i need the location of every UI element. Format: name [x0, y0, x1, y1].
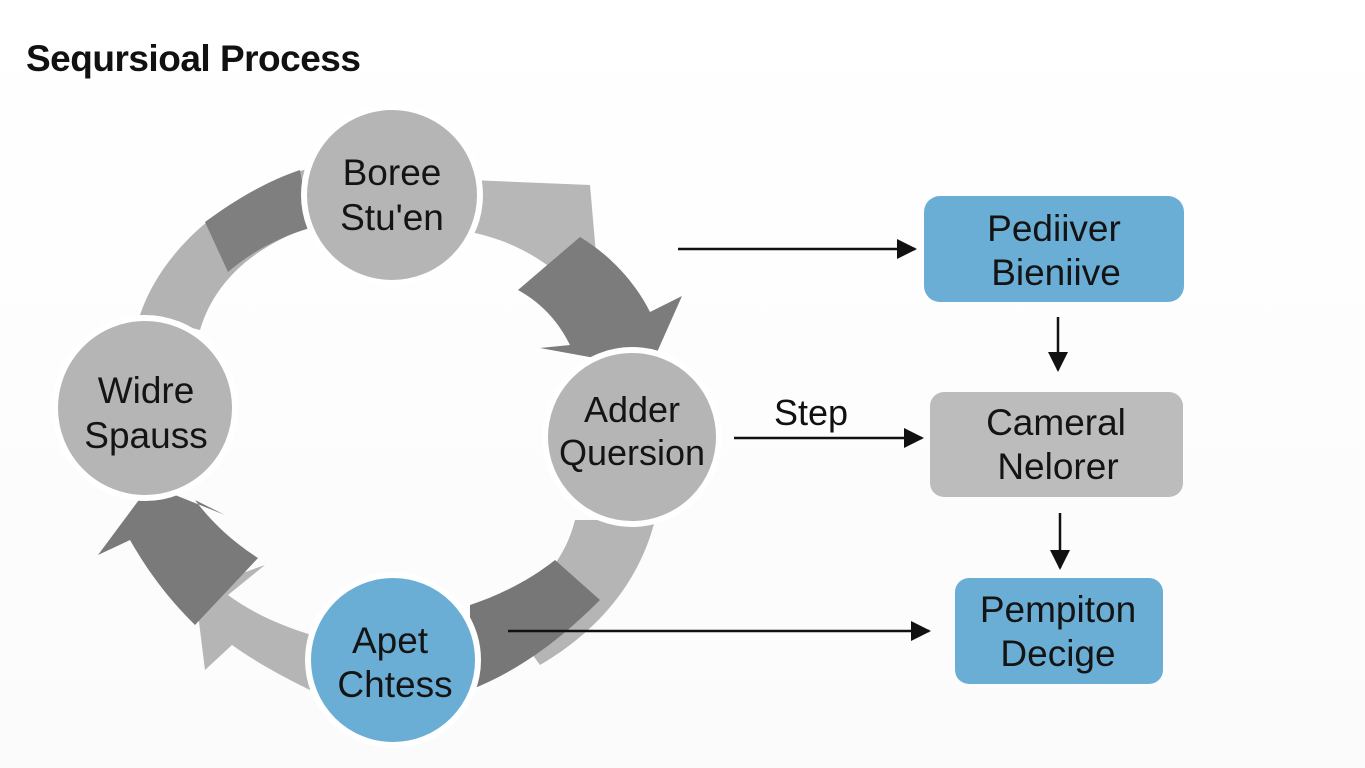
cycle-arrow-left-to-top-shade [205, 170, 310, 272]
flow-box-2-line-2: Nelorer [997, 446, 1118, 487]
cycle-node-top[interactable]: Boree Stu'en [301, 104, 483, 286]
cycle-arrow-bottom-to-left-dark [98, 485, 258, 625]
cycle-arrows [98, 168, 682, 690]
cycle-node-bottom-line-2: Chtess [337, 664, 452, 705]
flow-box-2[interactable]: Cameral Nelorer [930, 392, 1183, 497]
cycle-node-top-line-1: Boree [343, 152, 442, 193]
flow-box-3-line-2: Decige [1000, 633, 1115, 674]
cycle-node-bottom[interactable]: Apet Chtess [305, 572, 481, 748]
cycle-node-left-line-1: Widre [98, 370, 195, 411]
flow-box-1-line-2: Bieniive [991, 252, 1121, 293]
cycle-node-top-line-2: Stu'en [340, 197, 444, 238]
flow-box-1[interactable]: Pediiver Bieniive [924, 196, 1184, 302]
cycle-node-left[interactable]: Widre Spauss [52, 315, 238, 501]
cycle-node-right-line-2: Quersion [559, 432, 705, 473]
flow-boxes: Pediiver Bieniive Cameral Nelorer Pempit… [924, 196, 1184, 684]
cycle-node-right-line-1: Adder [584, 389, 680, 430]
cycle-node-bottom-line-1: Apet [352, 620, 429, 661]
connectors [508, 239, 1070, 641]
cycle-node-right[interactable]: Adder Quersion [542, 347, 722, 527]
flow-box-2-line-1: Cameral [986, 402, 1126, 443]
flow-box-3-line-1: Pempiton [980, 589, 1136, 630]
page-title: Seqursioal Process [26, 38, 361, 79]
cycle-nodes: Boree Stu'en Adder Quersion Apet Chtess … [52, 104, 722, 748]
cycle-node-left-line-2: Spauss [84, 415, 207, 456]
cycle-arrow-top-to-right-dark [518, 237, 682, 368]
cycle-arrow-bottom-to-left-light [195, 565, 330, 690]
flow-box-1-line-1: Pediiver [987, 208, 1121, 249]
flow-box-3[interactable]: Pempiton Decige [955, 578, 1163, 684]
step-label: Step [774, 392, 848, 433]
cycle-arrow-right-to-bottom-dark [470, 560, 600, 690]
